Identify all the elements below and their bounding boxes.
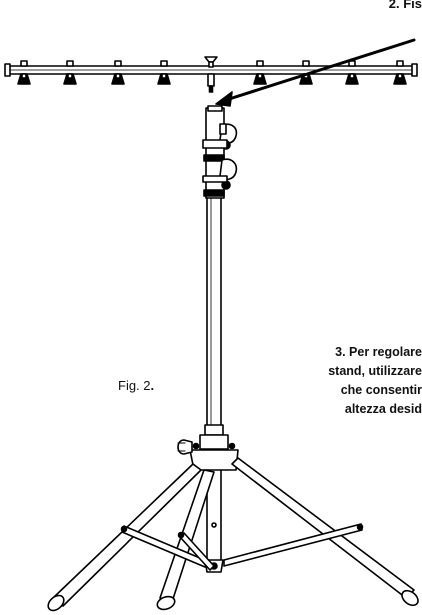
figure-label-text: Fig. 2 [118,378,151,393]
light-mount [17,60,31,85]
step-3-line: 3. Per regolare [335,345,422,359]
pointer-arrow [215,38,416,107]
light-mounts [17,60,407,85]
step-3-instruction: 3. Per regolare stand, utilizzare che co… [252,343,422,419]
step-3-line: stand, utilizzare [328,364,422,378]
tripod-legs [47,457,419,612]
head-assembly [202,105,238,199]
bar-center-knob [204,56,218,93]
light-mount [111,60,125,85]
light-mount [63,60,77,85]
tripod-hub [177,434,239,471]
main-pole [204,197,224,436]
step-2-instruction: 2. Fis [388,0,422,11]
figure-label: Fig. 2. [118,378,154,393]
light-mount [345,60,359,85]
figure-label-period: . [150,378,155,393]
light-mount [157,60,171,85]
light-mount [253,60,267,85]
step-3-line: altezza desid [344,402,422,416]
step-3-line: che consentir [340,383,422,397]
light-mount [393,60,407,85]
